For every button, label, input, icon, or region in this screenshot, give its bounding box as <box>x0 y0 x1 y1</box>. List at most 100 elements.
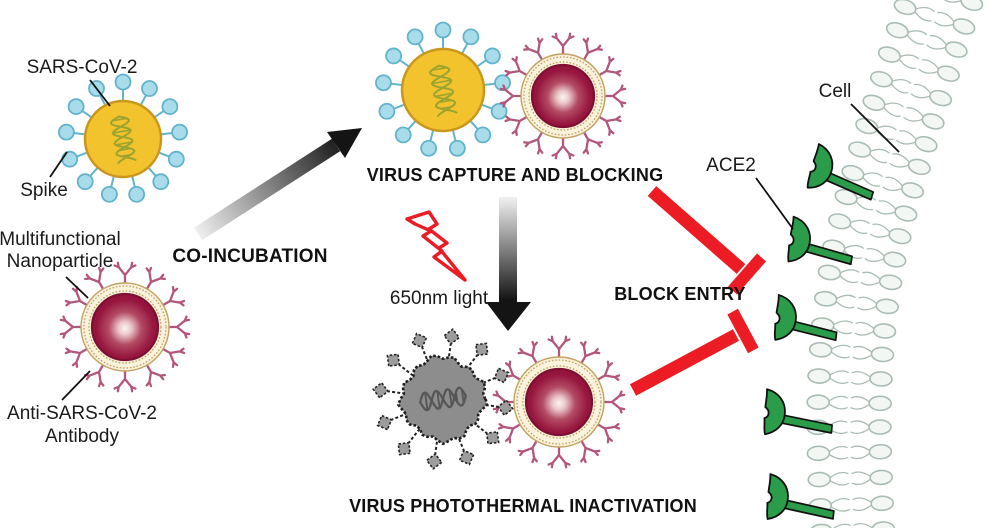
denatured-spike-icon <box>475 342 489 357</box>
ace2-label: ACE2 <box>706 155 756 176</box>
spike-protein-icon <box>385 47 403 65</box>
antibody-icon <box>579 438 601 464</box>
ace2-receptor <box>806 143 875 201</box>
ace2-receptor <box>766 473 835 520</box>
antibody-icon <box>59 315 85 339</box>
spike-protein-icon <box>61 150 79 168</box>
antibody-icon <box>144 362 166 388</box>
antibody-icon <box>113 367 137 393</box>
spike-protein-icon <box>67 98 85 116</box>
antibody-icon <box>504 114 530 136</box>
spike-protein-icon <box>171 123 188 141</box>
antibody-icon <box>596 56 622 78</box>
spike-protein-icon <box>100 185 118 203</box>
light-650nm-label: 650nm light <box>389 288 489 309</box>
co-incubation-caption: CO-INCUBATION <box>172 246 328 267</box>
antibody-icon <box>595 360 621 382</box>
denatured-spike-icon <box>443 328 461 346</box>
multifunctional-nanoparticle <box>59 261 191 393</box>
spike-protein-icon <box>483 47 501 65</box>
virus-capture-caption: VIRUS CAPTURE AND BLOCKING <box>366 165 664 185</box>
rna-icon <box>428 64 458 117</box>
antibody-icon <box>551 32 575 58</box>
spike-protein-icon <box>152 173 170 191</box>
denatured-spike-icon <box>485 431 500 445</box>
denatured-spike-icon <box>425 452 443 470</box>
spike-protein-icon <box>474 126 492 144</box>
ace2-receptor <box>773 294 838 342</box>
cell-membrane <box>806 0 984 528</box>
antibody-icon <box>581 129 603 155</box>
antibody-icon <box>160 346 186 368</box>
spike-protein-icon <box>462 28 480 46</box>
spike-protein-icon <box>375 74 392 92</box>
denatured-spike-icon <box>397 441 411 456</box>
spike-protein-icon <box>490 102 508 120</box>
inactivated-virus <box>372 328 514 470</box>
antibody-icon <box>497 422 523 444</box>
antibody-icon <box>165 315 191 339</box>
down-arrow-icon <box>486 197 531 331</box>
rna-icon <box>109 115 137 164</box>
spike-protein-icon <box>434 21 452 39</box>
cell-label: Cell <box>818 81 852 102</box>
antibody-icon <box>160 286 186 308</box>
antibody-label-line2: Antibody <box>45 426 119 447</box>
ace2-receptor <box>787 215 853 266</box>
spike-pointer-line <box>49 151 68 178</box>
antibody-icon <box>84 266 106 292</box>
spike-protein-icon <box>378 102 396 120</box>
antibody-icon <box>113 261 137 287</box>
lightning-icon <box>405 210 467 282</box>
spike-protein-icon <box>58 123 75 141</box>
co-incubation-arrow-icon <box>193 128 362 241</box>
antibody-icon <box>84 362 106 388</box>
spike-protein-icon <box>448 139 466 157</box>
antibody-icon <box>64 346 90 368</box>
antibody-icon <box>64 286 90 308</box>
antibody-icon <box>504 56 530 78</box>
nanoparticle-label-line2: Nanoparticle <box>6 251 114 272</box>
spike-protein-icon <box>420 139 438 157</box>
antibody-icon <box>144 266 166 292</box>
nanoparticle-pointer-line <box>65 276 89 299</box>
spike-protein-icon <box>394 126 412 144</box>
spike-label: Spike <box>20 180 68 201</box>
denatured-spike-icon <box>376 414 393 431</box>
spike-protein-icon <box>406 28 424 46</box>
antibody-icon <box>523 129 545 155</box>
spike-protein-icon <box>494 74 511 92</box>
ace2-receptor <box>763 388 833 436</box>
block-entry-tbar-icons <box>629 186 767 396</box>
antibody-icon <box>596 114 622 136</box>
antibody-pointer-line <box>61 370 91 401</box>
antibody-icon <box>551 134 575 160</box>
sars-cov-2-virus <box>375 21 511 157</box>
multifunctional-nanoparticle <box>499 32 627 160</box>
antibody-icon <box>579 340 601 366</box>
cell-pointer-line <box>850 103 900 153</box>
antibody-icon <box>581 37 603 63</box>
antibody-label-line1: Anti-SARS-CoV-2 <box>7 403 157 424</box>
denatured-spike-icon <box>411 332 428 349</box>
spike-protein-icon <box>161 98 179 116</box>
antibody-icon <box>547 443 571 469</box>
spike-protein-icon <box>76 173 94 191</box>
spike-protein-icon <box>167 150 185 168</box>
spike-protein-icon <box>114 73 132 91</box>
block-entry-caption: BLOCK ENTRY <box>614 284 746 304</box>
denatured-spike-icon <box>372 381 390 399</box>
pointer-lines <box>49 79 900 401</box>
ace2-pointer-line <box>755 177 794 230</box>
sars-cov-2-pointer-line <box>89 79 111 107</box>
denatured-spike-icon <box>386 353 401 367</box>
denatured-spike-icon <box>496 399 514 417</box>
denatured-spike-icon <box>493 367 510 384</box>
rna-icon <box>419 386 467 412</box>
inactivation-caption: VIRUS PHOTOTHERMAL INACTIVATION <box>349 496 697 516</box>
sars-cov-2-label: SARS-CoV-2 <box>26 57 138 78</box>
spike-protein-icon <box>141 80 158 97</box>
antibody-icon <box>547 335 571 361</box>
